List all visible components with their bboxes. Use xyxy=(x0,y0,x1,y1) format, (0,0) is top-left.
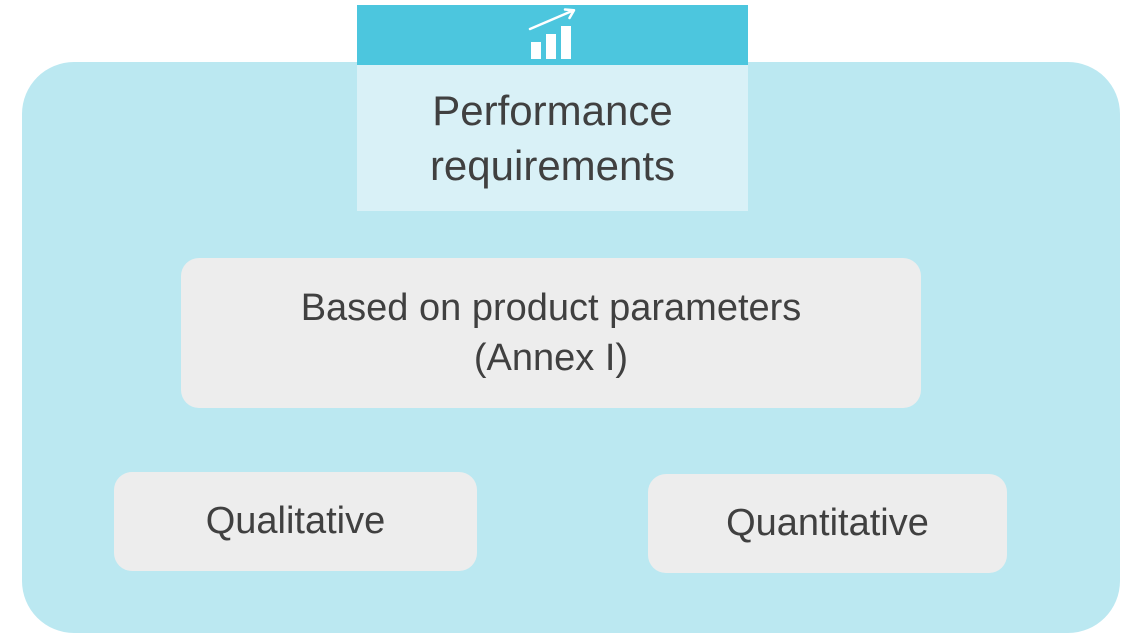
header-box: Performance requirements xyxy=(357,65,748,211)
product-parameters-label: Based on product parameters (Annex I) xyxy=(300,286,802,379)
bar-chart-trend-icon xyxy=(528,8,580,60)
quantitative-label: Quantitative xyxy=(726,501,929,544)
qualitative-label: Qualitative xyxy=(205,499,386,542)
qualitative-box: Qualitative xyxy=(114,472,477,571)
header-title: Performance requirements xyxy=(429,86,676,189)
product-parameters-box: Based on product parameters (Annex I) xyxy=(181,258,921,408)
quantitative-box: Quantitative xyxy=(648,474,1007,573)
